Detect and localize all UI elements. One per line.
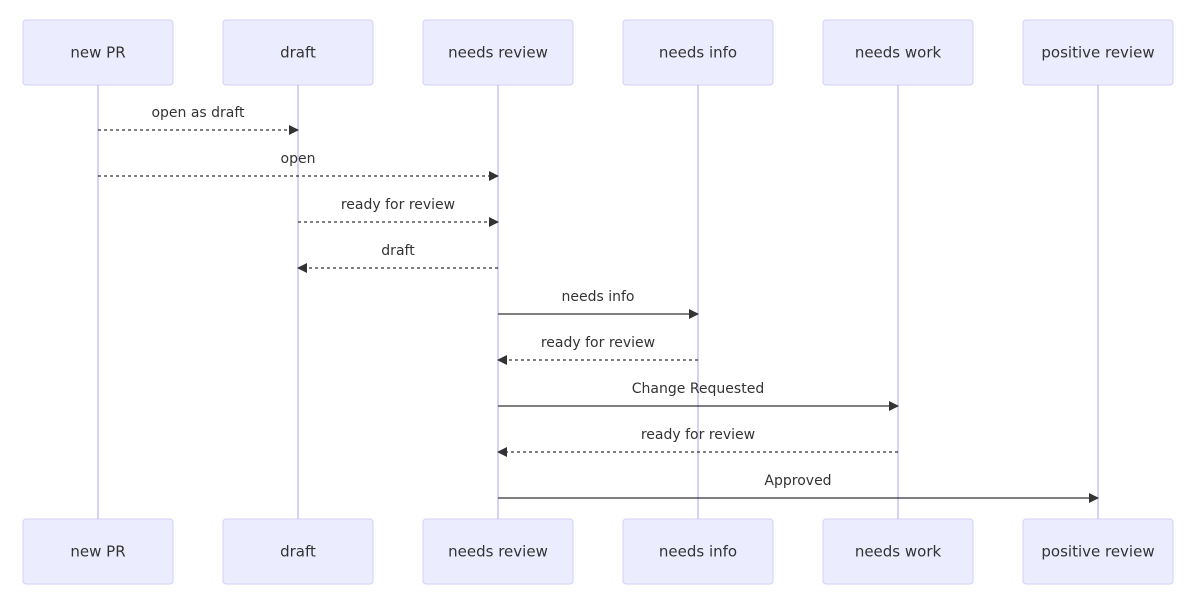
message-label: ready for review xyxy=(641,427,755,443)
participant-box xyxy=(422,19,574,86)
message-8: Approved xyxy=(498,473,1099,503)
message-0: open as draft xyxy=(98,105,299,135)
participant-label: needs info xyxy=(659,44,737,62)
participant-label: new PR xyxy=(70,543,125,561)
participant-top-new-pr: new PR xyxy=(22,19,174,86)
message-6: Change Requested xyxy=(498,381,899,411)
participants-top: new PR draft needs review needs info needs w… xyxy=(22,19,1174,86)
message-2: ready for review xyxy=(298,197,499,227)
participant-label: needs info xyxy=(659,543,737,561)
participant-bottom-positive-review: positive review xyxy=(1022,518,1174,585)
messages: open as draft open ready for review draft ne… xyxy=(98,105,1099,503)
participant-label: needs work xyxy=(855,44,942,62)
message-label: Change Requested xyxy=(632,381,764,397)
message-label: ready for review xyxy=(541,335,655,351)
message-label: open as draft xyxy=(151,105,245,121)
participant-label: new PR xyxy=(70,44,125,62)
participant-top-draft: draft xyxy=(222,19,374,86)
participants-bottom: new PR draft needs review needs info needs w… xyxy=(22,518,1174,585)
participant-box xyxy=(822,19,974,86)
participant-top-positive-review: positive review xyxy=(1022,19,1174,86)
lifelines xyxy=(97,85,1099,519)
participant-box xyxy=(622,19,774,86)
message-label: needs info xyxy=(562,289,635,305)
participant-box xyxy=(422,518,574,585)
participant-top-needs-info: needs info xyxy=(622,19,774,86)
participant-bottom-needs-review: needs review xyxy=(422,518,574,585)
participant-box xyxy=(222,19,374,86)
participant-label: positive review xyxy=(1041,543,1154,561)
participant-label: needs work xyxy=(855,543,942,561)
participant-box xyxy=(1022,518,1174,585)
participant-box xyxy=(22,518,174,585)
message-label: draft xyxy=(381,243,415,259)
participant-bottom-needs-info: needs info xyxy=(622,518,774,585)
participant-label: needs review xyxy=(448,44,548,62)
message-label: open xyxy=(281,151,316,167)
participant-bottom-draft: draft xyxy=(222,518,374,585)
participant-bottom-needs-work: needs work xyxy=(822,518,974,585)
message-label: ready for review xyxy=(341,197,455,213)
participant-box xyxy=(822,518,974,585)
participant-label: positive review xyxy=(1041,44,1154,62)
message-3: draft xyxy=(297,243,498,273)
participant-label: draft xyxy=(280,44,316,62)
message-4: needs info xyxy=(498,289,699,319)
participant-box xyxy=(622,518,774,585)
message-5: ready for review xyxy=(497,335,698,365)
message-1: open xyxy=(98,151,499,181)
participant-box xyxy=(222,518,374,585)
message-label: Approved xyxy=(764,473,831,489)
participant-bottom-new-pr: new PR xyxy=(22,518,174,585)
participant-box xyxy=(22,19,174,86)
participant-top-needs-work: needs work xyxy=(822,19,974,86)
participant-box xyxy=(1022,19,1174,86)
participant-label: draft xyxy=(280,543,316,561)
participant-top-needs-review: needs review xyxy=(422,19,574,86)
message-7: ready for review xyxy=(497,427,898,457)
participant-label: needs review xyxy=(448,543,548,561)
